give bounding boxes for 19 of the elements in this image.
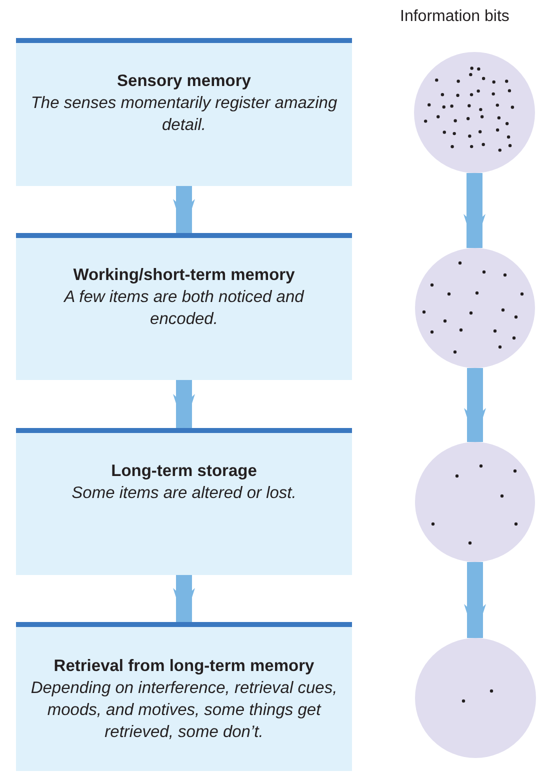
arrow [464, 368, 486, 442]
process-box [16, 38, 352, 186]
box-description: Depending on interference, retrieval cues, moods, and motives, some things get retrieved, some don’t. [30, 678, 338, 743]
column-heading: Information bits [400, 8, 510, 26]
box-heading: Retrieval from long-term memory [54, 656, 314, 677]
process-box [16, 233, 352, 380]
arrow [464, 562, 486, 638]
arrow [464, 173, 486, 248]
arrow [173, 186, 195, 233]
arrow [173, 575, 195, 622]
box-heading: Sensory memory [117, 70, 251, 92]
box-description: A few items are both noticed and encoded. [62, 287, 306, 330]
process-box [16, 428, 352, 575]
arrow [173, 380, 195, 428]
box-description: The senses momentarily register amazing detail. [30, 92, 338, 136]
box-heading: Working/short-term memory [73, 265, 295, 286]
box-heading: Long-term storage [111, 461, 257, 482]
process-box [16, 622, 352, 771]
box-description: Some items are altered or lost. [72, 483, 296, 504]
